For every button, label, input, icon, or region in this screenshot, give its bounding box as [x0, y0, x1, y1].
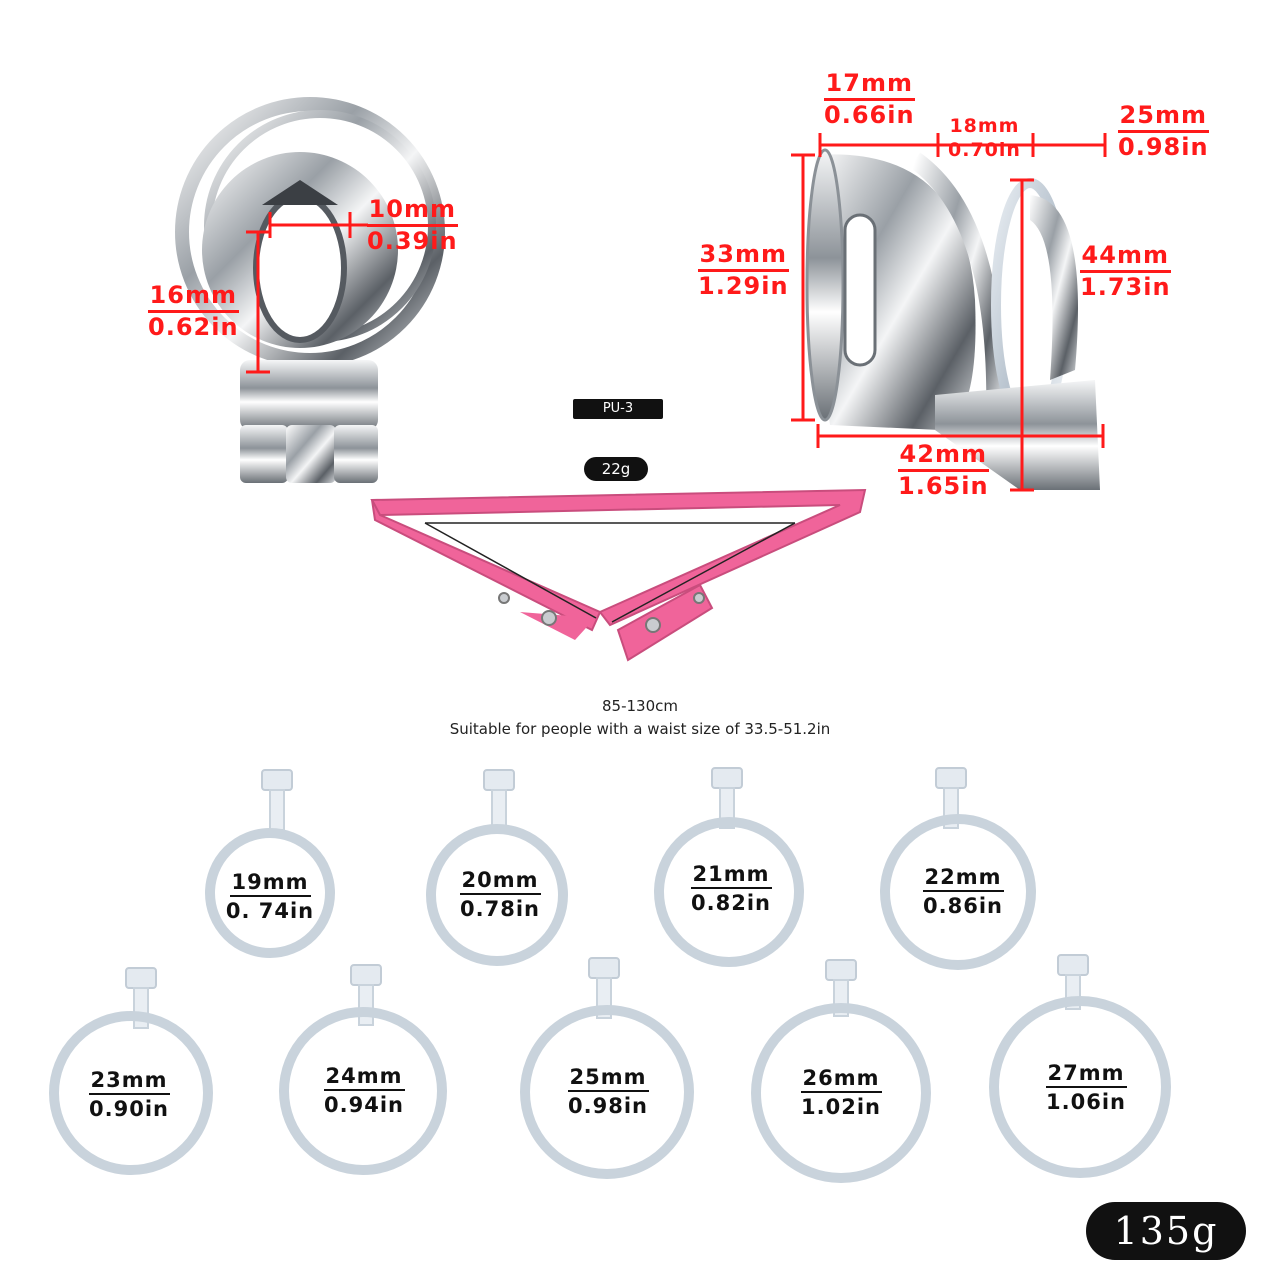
side-length-mm: 42mm — [898, 441, 989, 473]
ring-23mm-in: 0.90in — [89, 1097, 169, 1121]
ring-20mm-mm: 20mm — [459, 868, 541, 895]
ring-22mm-shape — [880, 767, 1036, 970]
side-top-mid-dimension: 18mm 0.70in — [948, 115, 1021, 161]
front-view-device — [175, 97, 445, 483]
ring-24mm-in: 0.94in — [324, 1093, 404, 1117]
front-width-dimension: 10mm 0.39in — [367, 196, 458, 256]
side-top-mid-mm: 18mm — [949, 115, 1020, 137]
ring-shapes — [49, 767, 1171, 1183]
ring-25mm-shape — [520, 957, 694, 1179]
ring-24mm-shape — [279, 964, 447, 1175]
total-weight-badge: 135g — [1086, 1202, 1246, 1260]
side-left-height-dimension: 33mm 1.29in — [698, 241, 789, 301]
front-height-in: 0.62in — [148, 313, 239, 342]
ring-25mm-mm: 25mm — [567, 1065, 649, 1092]
ring-22mm-in: 0.86in — [923, 894, 1003, 918]
front-width-mm: 10mm — [367, 196, 458, 228]
ring-label-27mm: 27mm 1.06in — [1026, 1061, 1146, 1114]
side-right-height-in: 1.73in — [1080, 273, 1171, 302]
ring-label-23mm: 23mm 0.90in — [69, 1068, 189, 1121]
ring-23mm-shape — [49, 967, 213, 1175]
side-right-height-dimension: 44mm 1.73in — [1080, 242, 1171, 302]
side-dimension-lines — [791, 133, 1107, 492]
ring-label-20mm: 20mm 0.78in — [440, 868, 560, 921]
ring-label-21mm: 21mm 0.82in — [671, 862, 791, 915]
ring-26mm-shape — [751, 959, 931, 1183]
ring-27mm-shape — [989, 954, 1171, 1178]
side-top-left-in: 0.66in — [824, 101, 915, 130]
side-top-left-mm: 17mm — [824, 70, 915, 102]
side-top-mid-in: 0.70in — [948, 138, 1021, 161]
side-top-left-dimension: 17mm 0.66in — [824, 70, 915, 130]
ring-20mm-in: 0.78in — [460, 897, 540, 921]
belt-waist-note: Suitable for people with a waist size of… — [449, 720, 831, 738]
side-right-height-mm: 44mm — [1080, 242, 1171, 274]
side-top-right-mm: 25mm — [1118, 102, 1209, 134]
ring-21mm-in: 0.82in — [691, 891, 771, 915]
ring-21mm-shape — [654, 767, 804, 967]
belt-illustration — [370, 488, 867, 662]
front-height-mm: 16mm — [148, 282, 239, 314]
ring-19mm-shape — [205, 769, 335, 958]
side-length-in: 1.65in — [898, 472, 989, 501]
side-view-device — [805, 148, 1100, 490]
belt-model-badge: PU-3 — [573, 399, 663, 419]
ring-20mm-shape — [426, 769, 568, 966]
ring-26mm-mm: 26mm — [800, 1066, 882, 1093]
ring-26mm-in: 1.02in — [801, 1095, 881, 1119]
front-dimension-lines — [246, 212, 368, 374]
ring-label-24mm: 24mm 0.94in — [304, 1064, 424, 1117]
side-left-height-mm: 33mm — [698, 241, 789, 273]
ring-27mm-mm: 27mm — [1045, 1061, 1127, 1088]
ring-label-26mm: 26mm 1.02in — [781, 1066, 901, 1119]
front-width-in: 0.39in — [367, 227, 458, 256]
side-top-right-in: 0.98in — [1118, 133, 1209, 162]
ring-21mm-mm: 21mm — [690, 862, 772, 889]
side-left-height-in: 1.29in — [698, 272, 789, 301]
ring-label-22mm: 22mm 0.86in — [903, 865, 1023, 918]
ring-22mm-mm: 22mm — [922, 865, 1004, 892]
ring-24mm-mm: 24mm — [323, 1064, 405, 1091]
ring-label-19mm: 19mm 0. 74in — [210, 870, 330, 923]
belt-length-range: 85-130cm — [602, 697, 678, 715]
side-top-right-dimension: 25mm 0.98in — [1118, 102, 1209, 162]
side-length-dimension: 42mm 1.65in — [898, 441, 989, 501]
ring-19mm-mm: 19mm — [229, 870, 311, 897]
ring-27mm-in: 1.06in — [1046, 1090, 1126, 1114]
front-height-dimension: 16mm 0.62in — [148, 282, 239, 342]
ring-23mm-mm: 23mm — [88, 1068, 170, 1095]
ring-19mm-in: 0. 74in — [225, 899, 315, 923]
ring-label-25mm: 25mm 0.98in — [548, 1065, 668, 1118]
ring-25mm-in: 0.98in — [568, 1094, 648, 1118]
belt-weight-badge: 22g — [584, 457, 648, 481]
